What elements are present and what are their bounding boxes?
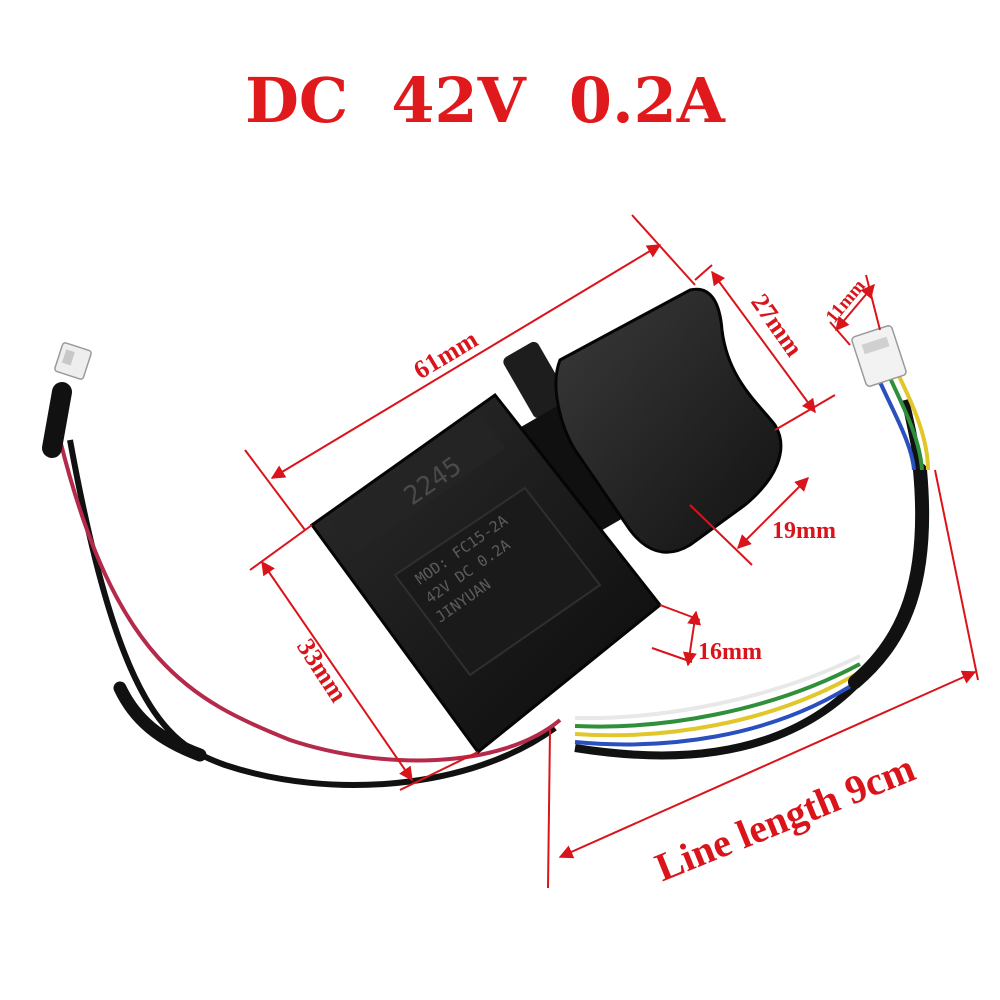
dim-27-ext-bottom <box>774 394 836 431</box>
dim-16-label: 16mm <box>698 639 762 665</box>
dim-line-length <box>558 670 977 859</box>
dim-33-label: 33mm <box>291 633 353 707</box>
switch-label-panel <box>393 486 602 677</box>
white-wire <box>574 654 861 721</box>
black-wire <box>67 439 557 789</box>
dim-11-ext-right <box>865 274 881 331</box>
dim-16-ext-top <box>659 604 701 621</box>
dim-line-ext-left <box>547 729 551 889</box>
right-heat-shrink <box>848 463 930 689</box>
dim-33-line <box>261 560 413 782</box>
heat-shrink-sleeve <box>113 681 207 762</box>
right-connector-wires <box>888 377 924 471</box>
dim-16-ext-bottom <box>651 647 693 663</box>
dim-33-ext-top <box>249 524 313 571</box>
dim-11-ext-left <box>829 321 851 346</box>
left-wire-harness <box>42 342 562 789</box>
dim-61-ext-left <box>244 449 306 531</box>
dim-27-label: 27mm <box>745 288 809 362</box>
title-text: DC 42V 0.2A <box>245 64 726 137</box>
dim-61-label: 61mm <box>408 324 483 385</box>
dim-27-line <box>711 270 816 414</box>
dim-16-line <box>682 610 702 667</box>
dim-61-ext-right <box>631 214 696 286</box>
dim-27-ext-top <box>694 264 713 281</box>
right-connector-slot <box>861 336 890 355</box>
dim-61-line <box>270 244 662 479</box>
dim-19-label: 19mm <box>772 518 836 544</box>
right-connector <box>851 325 907 387</box>
dim-11-line <box>835 283 875 332</box>
left-connector <box>54 342 92 380</box>
dim-line-ext-right <box>934 469 979 681</box>
line-length-label: Line length 9cm <box>649 745 921 890</box>
left-connector-sleeve <box>42 382 72 458</box>
dim-19-ext <box>689 504 753 566</box>
dim-33-ext-bottom <box>399 751 479 791</box>
right-connector-wires-2 <box>878 381 916 471</box>
trigger-switch: 2245 MOD: FC15-2A 42V DC 0.2A JINYUAN <box>309 287 783 755</box>
dim-19-line <box>737 477 809 549</box>
right-connector-wires-3 <box>896 373 930 471</box>
left-connector-pin <box>61 349 75 366</box>
dimension-annotations <box>244 214 979 889</box>
